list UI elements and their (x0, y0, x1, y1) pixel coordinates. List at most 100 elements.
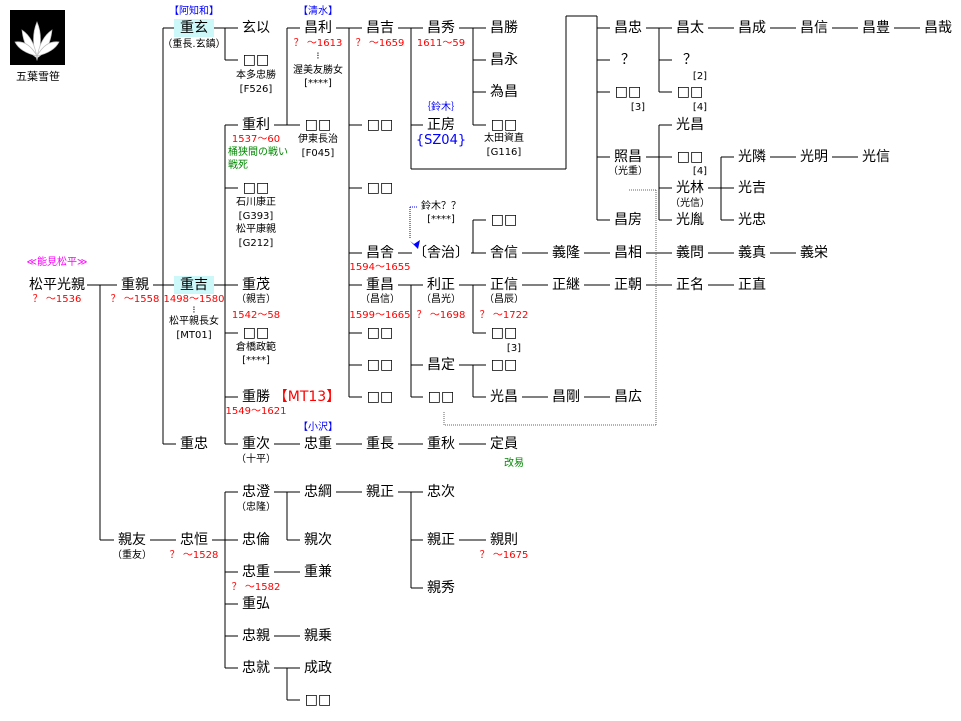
annotation: ？ ～1698 (416, 310, 466, 321)
person-node: 忠重 (304, 436, 332, 452)
person-node: 昌広 (614, 389, 642, 405)
person-node: □□ (366, 389, 394, 405)
annotation: 本多忠勝 (236, 70, 276, 81)
annotation: （重長.玄鎮） (162, 39, 226, 50)
person-node: 照昌 (614, 149, 642, 165)
crest-label: 五葉雪笹 (16, 70, 60, 83)
annotation: 【阿知和】 (169, 6, 219, 17)
person-node: 昌秀 (427, 20, 455, 36)
annotation: [G393] (238, 211, 274, 222)
annotation: ？ ～1528 (169, 550, 219, 561)
annotation: （光信） (670, 198, 710, 209)
annotation: [G212] (238, 238, 274, 249)
person-node: 定員 (490, 436, 518, 452)
annotation: ≪能見松平≫ (26, 257, 88, 268)
person-node: 義問 (676, 245, 704, 261)
person-node: 光信 (862, 149, 890, 165)
person-node: 光明 (800, 149, 828, 165)
annotation: [****] (304, 78, 332, 89)
person-node: 親次 (304, 532, 332, 548)
person-node: 正房 (427, 117, 455, 133)
person-node: 松平光親 (29, 277, 85, 293)
annotation: ？ ～1722 (479, 310, 529, 321)
annotation: （親吉） (236, 294, 276, 305)
annotation: 改易 (504, 458, 524, 469)
person-node: □□ (242, 52, 270, 68)
person-node: □□ (676, 149, 704, 165)
person-node: 重秋 (427, 436, 455, 452)
annotation: 1498～1580 (163, 294, 225, 305)
person-node: 忠澄 (242, 484, 270, 500)
annotation: ？ ～1675 (479, 550, 529, 561)
person-node: 重次 (242, 436, 270, 452)
person-node: 義真 (738, 245, 766, 261)
annotation: [****] (242, 355, 270, 366)
person-node: 昌太 (676, 20, 704, 36)
person-node: □□ (490, 325, 518, 341)
person-node: 親則 (490, 532, 518, 548)
person-node: □□ (366, 180, 394, 196)
annotation: 太田資直 (484, 133, 524, 144)
annotation: {SZ04} (415, 133, 467, 148)
annotation: [F526] (239, 84, 273, 95)
person-node: 為昌 (490, 84, 518, 100)
person-node: 重勝 (242, 389, 270, 405)
annotation: 1594～1655 (349, 262, 411, 273)
person-node: □□ (490, 117, 518, 133)
person-node: 重茂 (242, 277, 270, 293)
person-node: 忠恒 (180, 532, 208, 548)
annotation: [MT01] (176, 330, 212, 341)
annotation: ？ ～1659 (355, 38, 405, 49)
person-node: ？ (621, 52, 635, 68)
annotation: 伊東長治 (298, 134, 338, 145)
annotation: 松平康親 (236, 224, 276, 235)
annotation: ？ ～1536 (32, 294, 82, 305)
person-node: □□ (490, 357, 518, 373)
person-node: 重長 (366, 436, 394, 452)
person-node: 成政 (304, 660, 332, 676)
person-node: 重忠 (180, 436, 208, 452)
annotation: （昌辰） (484, 294, 524, 305)
annotation: 1611～59 (416, 38, 466, 49)
person-node: 昌哉 (924, 20, 952, 36)
annotation: 倉橋政範 (236, 342, 276, 353)
annotation: 桶狭間の戦い (228, 147, 288, 158)
person-node: □□ (242, 180, 270, 196)
annotation: ？ ～1613 (293, 38, 343, 49)
person-node: 忠倫 (242, 532, 270, 548)
family-crest-icon (10, 10, 65, 65)
person-node: 昌成 (738, 20, 766, 36)
person-node: □□ (366, 117, 394, 133)
person-node: 昌吉 (366, 20, 394, 36)
annotation: （昌光） (421, 294, 461, 305)
annotation: （忠隆） (236, 502, 276, 513)
person-node: 重弘 (242, 596, 270, 612)
person-node: □□ (427, 389, 455, 405)
annotation: 石川康正 (236, 197, 276, 208)
annotation: [****] (427, 214, 455, 225)
person-node: 昌剛 (552, 389, 580, 405)
person-node: 正名 (676, 277, 704, 293)
person-node: 光林 (676, 180, 704, 196)
person-node: 昌房 (614, 212, 642, 228)
person-node: 忠重 (242, 564, 270, 580)
person-node: 光昌 (676, 117, 704, 133)
annotation: ⁝ (316, 51, 320, 62)
annotation: ？ ～1582 (231, 582, 281, 593)
annotation: 鈴木？？ (421, 201, 461, 212)
annotation: ⁝ (192, 305, 196, 316)
annotation: [3] (506, 343, 522, 354)
annotation: [4] (692, 166, 708, 177)
person-node: 重兼 (304, 564, 332, 580)
person-node: 親友 (118, 532, 146, 548)
person-node: ？ (683, 52, 697, 68)
person-node: □□ (614, 84, 642, 100)
annotation: [G116] (486, 147, 522, 158)
person-node: 舎信 (490, 245, 518, 261)
annotation: [3] (630, 102, 646, 113)
annotation: 松平親長女 (169, 316, 219, 327)
annotation: 1599～1665 (349, 310, 411, 321)
person-node: 親乗 (304, 628, 332, 644)
person-node: □□ (676, 84, 704, 100)
